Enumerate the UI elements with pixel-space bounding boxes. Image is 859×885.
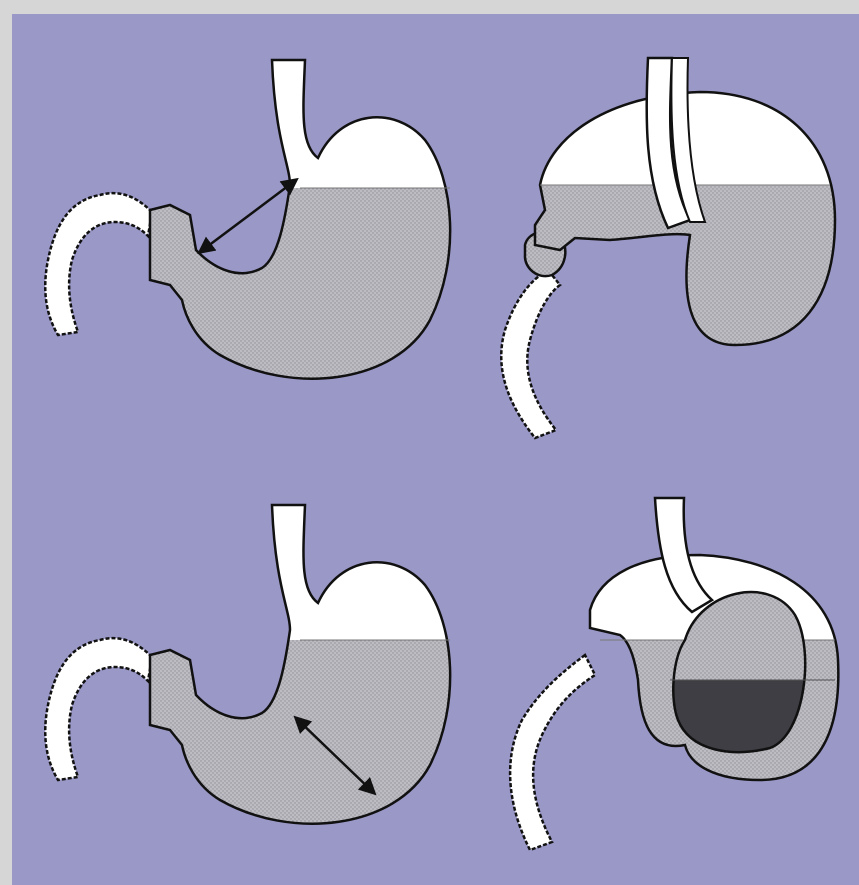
diagram-canvas <box>0 0 859 885</box>
stomach-diagram <box>0 0 859 885</box>
